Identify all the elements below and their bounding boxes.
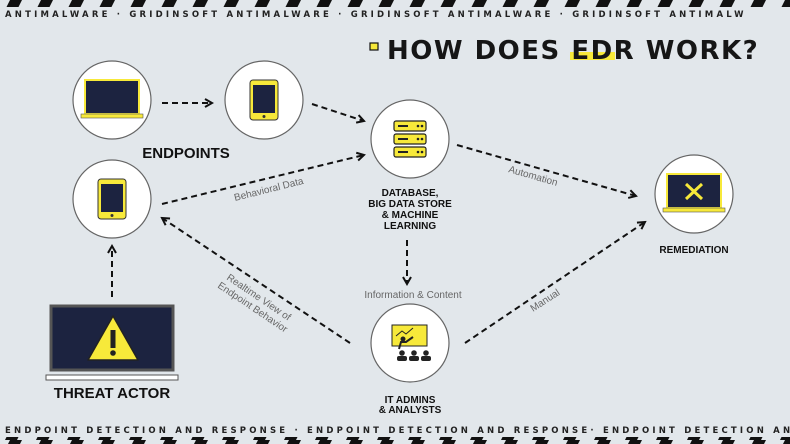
label-it-admins-1: IT ADMINS (385, 395, 436, 406)
node-tablet-left (72, 159, 152, 239)
warning-icon (87, 315, 139, 361)
node-threat-actor (45, 304, 179, 381)
label-automation: Automation (507, 164, 559, 189)
arrow-manual (464, 222, 645, 344)
page-title: HOW DOES EDR WORK? (387, 36, 759, 66)
node-it-admins (370, 303, 450, 383)
arrow-behavioral (161, 155, 364, 205)
tablet-icon (249, 79, 279, 121)
label-database-2: BIG DATA STORE (368, 199, 452, 210)
label-behavioral: Behavioral Data (233, 176, 305, 204)
tools-icon (662, 173, 726, 213)
top-banner: ANTIMALWARE · GRIDINSOFT ANTIMALWARE · G… (5, 10, 747, 20)
label-manual: Manual (529, 287, 563, 314)
bottom-stripes (0, 437, 790, 444)
label-database-1: DATABASE, (382, 188, 439, 199)
title-highlight (570, 52, 615, 60)
node-database (370, 99, 450, 179)
arrow-automation (456, 144, 636, 196)
server-icon (393, 120, 427, 158)
laptop-icon (80, 79, 144, 119)
presentation-icon (391, 324, 431, 361)
arrow-tablet-database (311, 103, 364, 121)
arrows (112, 103, 645, 344)
label-endpoints: ENDPOINTS (142, 145, 230, 162)
label-information: Information & Content (364, 290, 461, 301)
label-database-4: LEARNING (384, 221, 436, 232)
node-laptop (72, 60, 152, 140)
label-it-admins-2: & ANALYSTS (379, 405, 442, 416)
arrow-realtime (162, 218, 351, 344)
label-remediation: REMEDIATION (659, 245, 728, 256)
bottom-banner: ENDPOINT DETECTION AND RESPONSE · ENDPOI… (5, 426, 790, 436)
tablet-icon (97, 178, 127, 220)
node-tablet-top (224, 60, 304, 140)
node-remediation (654, 154, 734, 234)
label-database-3: & MACHINE (382, 210, 439, 221)
title-bullet (369, 42, 379, 51)
label-threat-actor: THREAT ACTOR (54, 385, 171, 402)
top-stripes (0, 0, 790, 7)
